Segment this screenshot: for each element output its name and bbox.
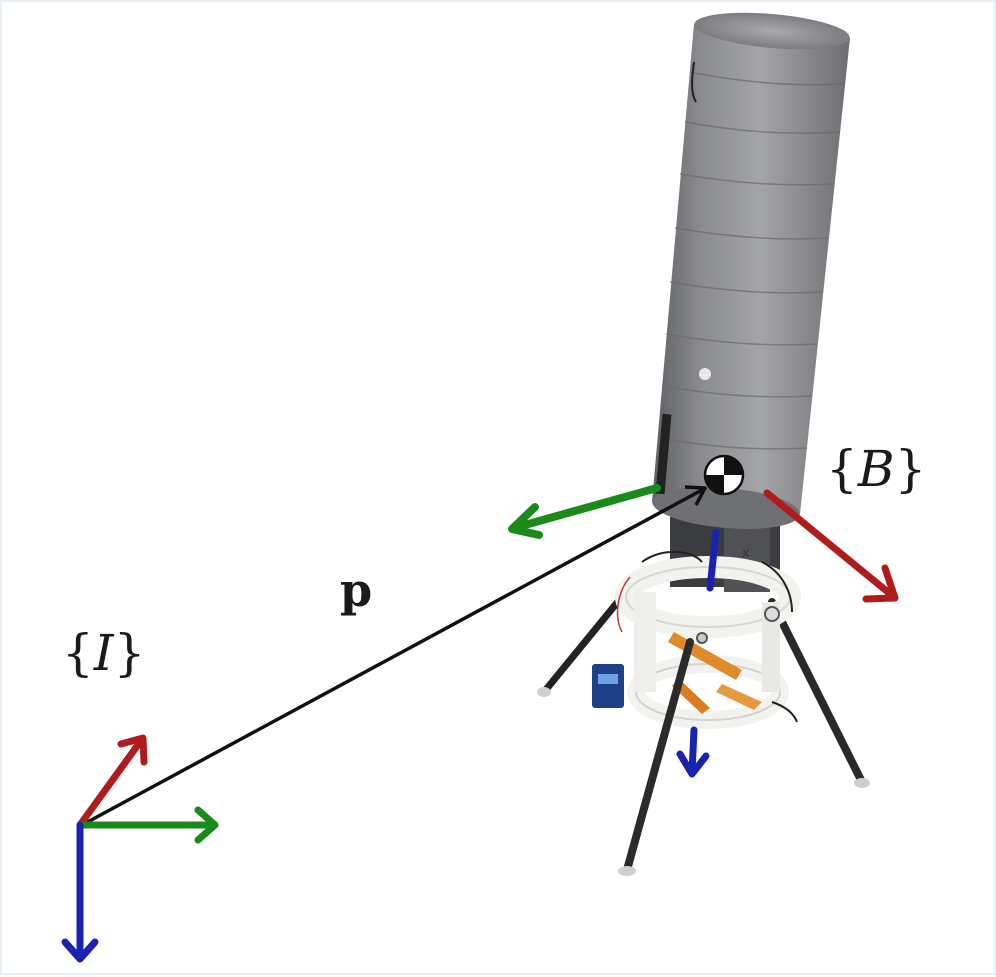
landing-legs-front xyxy=(618,606,780,876)
electronics-box xyxy=(592,664,624,708)
body-frame-label: {B} xyxy=(826,440,926,498)
body-y-axis-arrow xyxy=(508,484,661,539)
inertial-frame-axes xyxy=(61,734,219,963)
center-of-mass-marker xyxy=(703,454,745,496)
foam-body xyxy=(652,12,850,529)
rocket-vehicle: x xyxy=(537,12,870,876)
body-frame-axes xyxy=(508,454,899,778)
inertial-x-axis-arrow xyxy=(76,734,148,829)
inertial-z-axis-arrow xyxy=(61,821,99,963)
position-vector xyxy=(81,485,707,827)
body-z-axis-arrow xyxy=(676,528,720,778)
svg-text:x: x xyxy=(742,546,750,561)
inertial-y-axis-arrow xyxy=(76,806,219,844)
body-x-axis-arrow xyxy=(763,489,899,603)
position-vector-label: p xyxy=(340,563,372,617)
inertial-frame-label: {I} xyxy=(62,624,145,682)
